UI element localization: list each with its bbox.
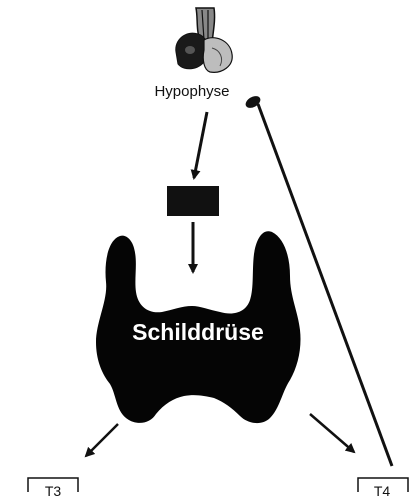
t3-box: T3 bbox=[28, 478, 78, 499]
thyroid-to-t4-arrow bbox=[310, 414, 354, 452]
thyroid-label: Schilddrüse bbox=[132, 319, 264, 345]
t4-label: T4 bbox=[374, 483, 391, 499]
t4-box: T4 bbox=[358, 478, 408, 499]
tsh-box bbox=[167, 186, 219, 216]
thyroid-to-t3-arrow bbox=[86, 424, 118, 456]
pituitary-to-tsh-arrow bbox=[194, 112, 207, 178]
pituitary-gland-icon bbox=[176, 8, 232, 72]
pituitary-label: Hypophyse bbox=[154, 83, 229, 100]
t3-label: T3 bbox=[45, 483, 62, 499]
